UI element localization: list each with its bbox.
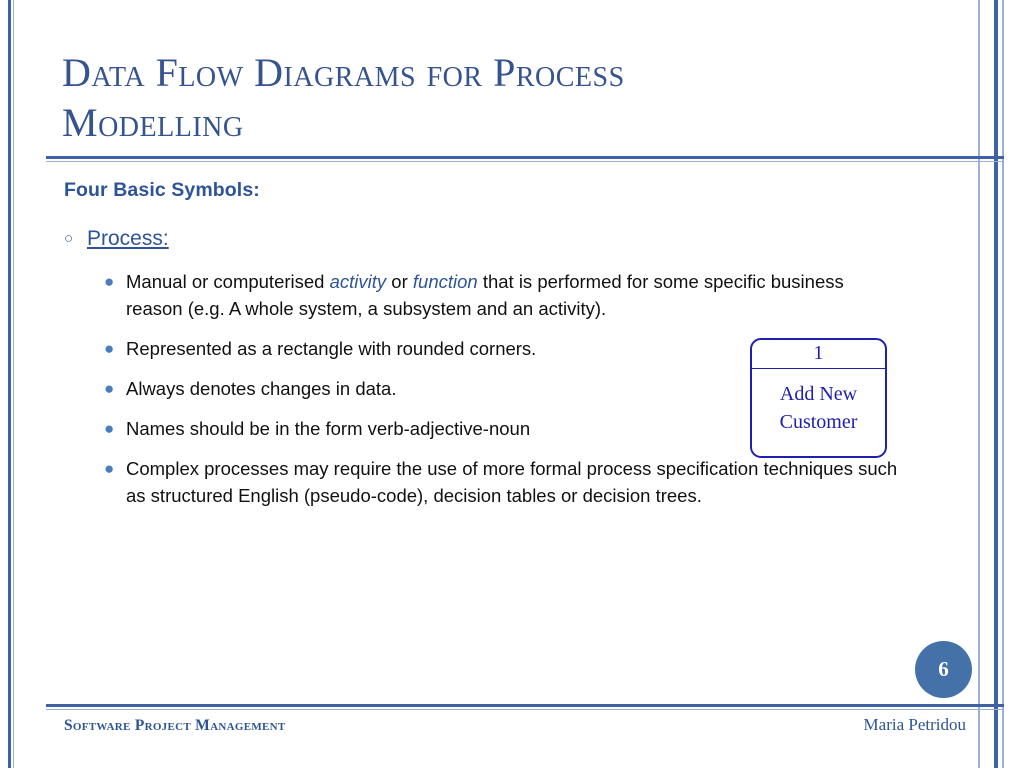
left-accent-bar	[8, 0, 11, 768]
page-title-line2: Modelling	[62, 100, 244, 145]
bullet-item: ● Complex processes may require the use o…	[104, 455, 919, 509]
disc-bullet-icon: ●	[104, 459, 115, 478]
text-run: or	[386, 271, 413, 292]
process-symbol-label-line1: Add New	[779, 383, 858, 405]
right-accent-bar	[994, 0, 998, 768]
text-run: Always denotes changes in data.	[126, 378, 397, 399]
bullet-text: Complex processes may require the use of…	[126, 455, 916, 509]
level1-item-process: ○ Process:	[64, 226, 169, 252]
left-accent-bar-thin	[13, 0, 14, 768]
process-symbol-shape: 1 Add New Customer	[750, 338, 887, 458]
footer-divider-thin	[46, 709, 1004, 710]
process-symbol-divider	[752, 368, 885, 369]
text-run: Complex processes may require the use of…	[126, 458, 898, 506]
page-title: Data Flow Diagrams for Process Modelling	[62, 48, 942, 148]
process-symbol-label: Add New Customer	[752, 380, 885, 436]
bullet-text: Always denotes changes in data.	[126, 375, 396, 402]
footer-author: Maria Petridou	[863, 715, 966, 734]
footer-course-title: Software Project Management	[64, 717, 286, 734]
disc-bullet-icon: ●	[104, 272, 115, 291]
title-divider	[46, 156, 1004, 159]
text-run: Represented as a rectangle with rounded …	[126, 338, 537, 359]
process-symbol-label-line2: Customer	[779, 411, 858, 433]
disc-bullet-icon: ●	[104, 379, 115, 398]
bullet-item: ● Always denotes changes in data.	[104, 375, 919, 402]
title-divider-thin	[46, 161, 1004, 162]
text-run: Manual or computerised	[126, 271, 330, 292]
emphasis-term: function	[412, 271, 478, 292]
section-heading: Four Basic Symbols:	[64, 179, 260, 201]
process-symbol-number: 1	[813, 342, 824, 364]
text-run: Names should be in the form verb-adjecti…	[126, 418, 531, 439]
circle-bullet-icon: ○	[64, 230, 74, 247]
bullet-text: Manual or computerised activity or funct…	[126, 268, 898, 322]
disc-bullet-icon: ●	[104, 419, 115, 438]
right-accent-bar-thin	[978, 0, 980, 768]
right-accent-bar-outer	[1002, 0, 1004, 768]
bullet-item: ● Names should be in the form verb-adject…	[104, 415, 919, 442]
bullet-text: Represented as a rectangle with rounded …	[126, 335, 536, 362]
level1-label: Process:	[87, 227, 169, 250]
page-title-line1: Data Flow Diagrams for Process	[62, 50, 625, 95]
bullet-list: ● Manual or computerised activity or func…	[104, 268, 919, 522]
emphasis-term: activity	[329, 271, 387, 292]
page-number-badge: 6	[915, 641, 972, 698]
bullet-item: ● Represented as a rectangle with rounded…	[104, 335, 919, 362]
bullet-item: ● Manual or computerised activity or func…	[104, 268, 919, 322]
bullet-text: Names should be in the form verb-adjecti…	[126, 415, 530, 442]
disc-bullet-icon: ●	[104, 339, 115, 358]
footer-divider	[46, 704, 1004, 707]
text-run: that is performed for some specific busi…	[126, 271, 844, 319]
top-edge	[0, 0, 1024, 5]
